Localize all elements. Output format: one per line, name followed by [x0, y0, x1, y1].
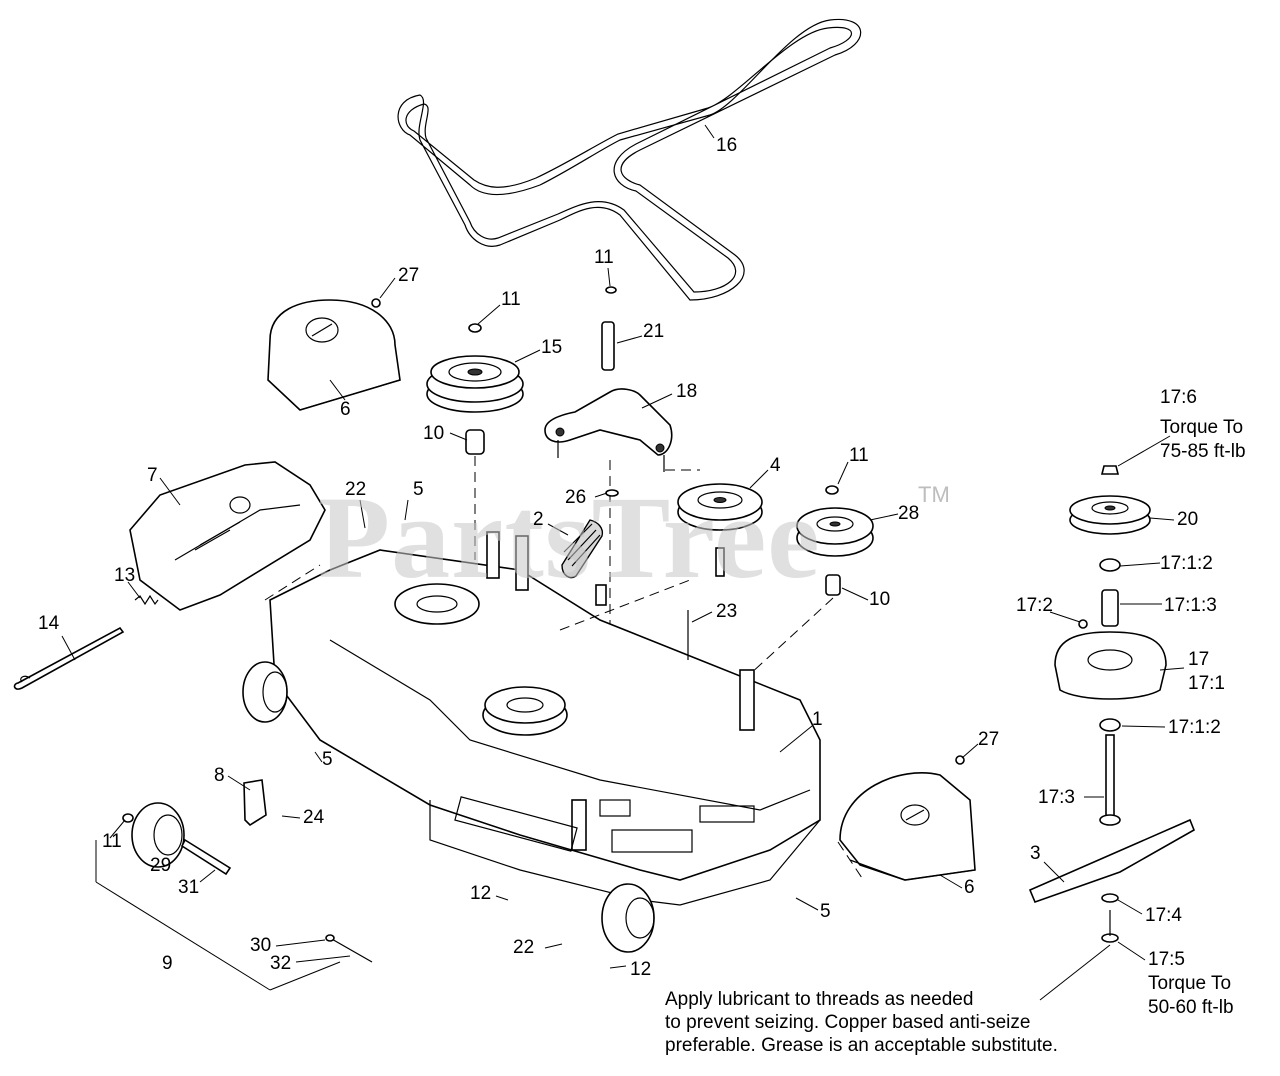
callout-23: 23: [716, 601, 738, 622]
note-line-2: to prevent seizing. Copper based anti-se…: [665, 1012, 1031, 1033]
callout-17-3: 17:3: [1038, 787, 1075, 808]
callout-2: 2: [533, 509, 544, 530]
torque-label-2: Torque To: [1148, 973, 1232, 994]
idler-pulley-15: [426, 323, 524, 560]
deck-cover-7: [129, 461, 326, 611]
callout-17-6: 17:6: [1160, 387, 1197, 408]
idler-arm-18: [544, 286, 673, 640]
lubricant-note: Apply lubricant to threads as needed to …: [665, 988, 1058, 1057]
callout-16: 16: [716, 135, 738, 156]
callout-4: 4: [770, 455, 781, 476]
callout-28: 28: [898, 503, 920, 524]
callout-22: 22: [345, 479, 367, 500]
callout-17-5: 17:5: [1148, 949, 1185, 970]
callout-7: 7: [147, 465, 158, 486]
callout-17-1-3: 17:1:3: [1164, 595, 1217, 616]
watermark: PartsTree: [318, 472, 821, 603]
callout-11: 11: [594, 247, 614, 268]
callout-10: 10: [423, 423, 445, 444]
torque-label-1: Torque To: [1160, 417, 1244, 438]
callout-17-1-2: 17:1:2: [1168, 717, 1221, 738]
note-line-3: preferable. Grease is an acceptable subs…: [665, 1035, 1058, 1056]
pulley-cover-left: [267, 298, 401, 411]
callout-3: 3: [1030, 843, 1041, 864]
callout-11: 11: [501, 289, 521, 310]
spindle-assembly-17: [1028, 465, 1196, 943]
callout-8: 8: [214, 765, 225, 786]
callout-22: 22: [513, 937, 535, 958]
callout-24: 24: [303, 807, 325, 828]
mower-deck: [242, 531, 821, 953]
callout-17-2: 17:2: [1016, 595, 1053, 616]
note-line-1: Apply lubricant to threads as needed: [665, 989, 974, 1010]
pulley-4: [665, 469, 763, 577]
callout-10: 10: [869, 589, 891, 610]
callout-1: 1: [812, 709, 823, 730]
callout-17: 17: [1188, 649, 1210, 670]
callout-5: 5: [322, 749, 333, 770]
callout-17-1: 17:1: [1188, 673, 1225, 694]
spring-2: [561, 489, 619, 579]
callout-9: 9: [162, 953, 173, 974]
leader-lines: [61, 124, 1185, 1001]
callout-13: 13: [114, 565, 136, 586]
rod-14: [13, 626, 125, 690]
callout-27: 27: [398, 265, 420, 286]
callout-18: 18: [676, 381, 698, 402]
callout-26: 26: [565, 487, 587, 508]
callout-31: 31: [178, 877, 200, 898]
spring-13: [134, 594, 159, 606]
pulley-28: [699, 485, 874, 721]
pulley-cover-right: [837, 755, 976, 881]
callout-15: 15: [541, 337, 563, 358]
callout-17-4: 17:4: [1145, 905, 1182, 926]
callout-6: 6: [340, 399, 351, 420]
callout-32: 32: [270, 953, 292, 974]
callout-6: 6: [964, 877, 975, 898]
gauge-wheel-assembly: [95, 779, 373, 991]
callout-21: 21: [643, 321, 665, 342]
callout-29: 29: [150, 855, 172, 876]
callout-12: 12: [630, 959, 652, 980]
callout-5: 5: [820, 901, 831, 922]
trademark-symbol: TM: [918, 482, 950, 507]
callout-30: 30: [250, 935, 272, 956]
callout-14: 14: [38, 613, 60, 634]
belt: [397, 18, 862, 301]
callout-27: 27: [978, 729, 1000, 750]
callout-17-1-2: 17:1:2: [1160, 553, 1213, 574]
callout-12: 12: [470, 883, 492, 904]
callout-11: 11: [849, 445, 869, 466]
torque-value-2: 50-60 ft-lb: [1148, 997, 1234, 1018]
torque-value-1: 75-85 ft-lb: [1160, 441, 1246, 462]
callout-11: 11: [102, 831, 122, 852]
callout-5: 5: [413, 479, 424, 500]
callout-20: 20: [1177, 509, 1199, 530]
